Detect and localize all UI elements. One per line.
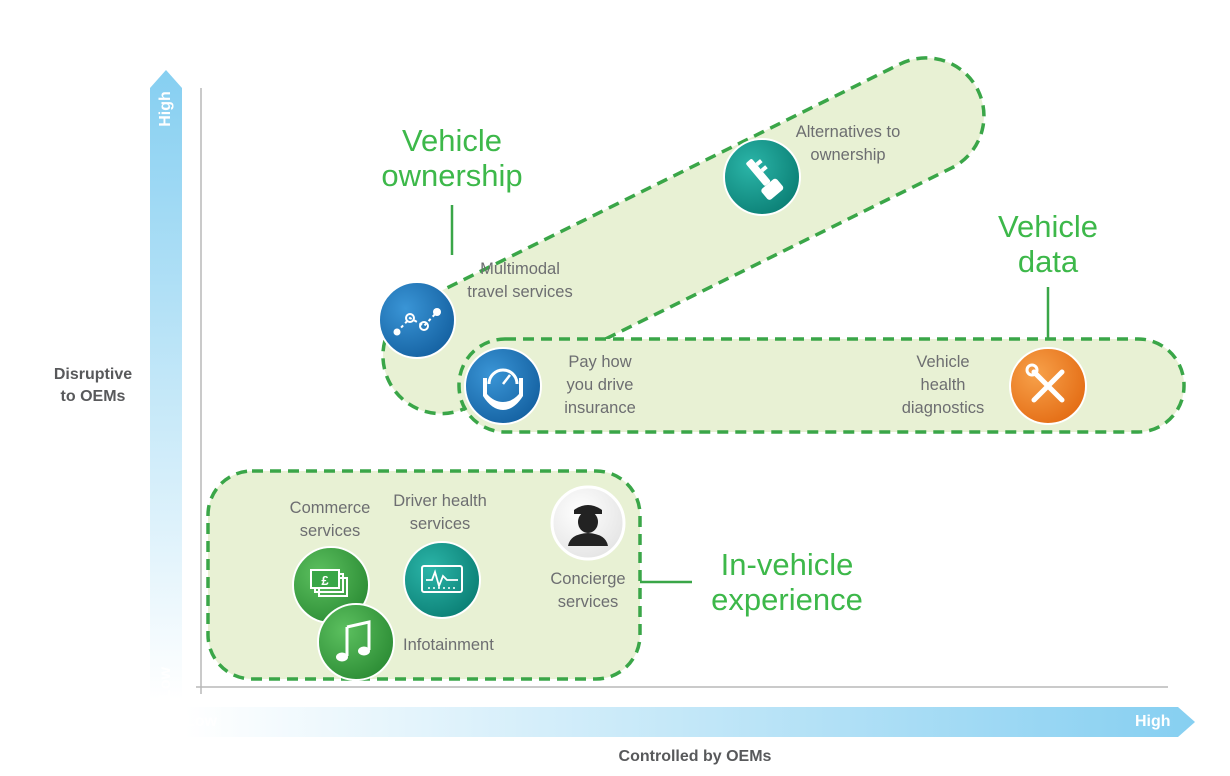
x-axis-high-label: High: [1135, 713, 1171, 730]
y-axis-low-label: Low: [157, 667, 174, 699]
x-axis-title: Controlled by OEMs: [618, 748, 772, 765]
key-icon: [723, 138, 801, 216]
y-axis-title: Disruptive to OEMs: [53, 366, 133, 405]
y-axis-arrow: [150, 70, 182, 700]
concierge-person-icon: [550, 485, 626, 561]
alternatives-to-ownership-label: Alternatives to ownership: [795, 123, 901, 164]
concierge-services-label: Concierge services: [550, 570, 626, 611]
commerce-services-label: Commerce services: [289, 499, 371, 540]
y-axis-high-label: High: [157, 91, 174, 127]
driver-health-services-label: Driver health services: [393, 492, 487, 533]
infotainment-label: Infotainment: [403, 636, 494, 654]
in-vehicle-experience-title: In-vehicle experience: [711, 547, 863, 617]
wrench-screwdriver-icon: [1009, 347, 1087, 425]
x-axis-low-label: Low: [185, 713, 217, 730]
multimodal-travel-label: Multimodal travel services: [467, 260, 573, 301]
svg-text:£: £: [321, 573, 329, 588]
vehicle-health-diagnostics-label: Vehicle health diagnostics: [901, 353, 985, 417]
route-icon: [378, 281, 456, 359]
x-axis-arrow: [185, 707, 1195, 737]
music-note-icon: [317, 603, 395, 681]
vehicle-data-region: [457, 337, 1186, 434]
hands-speedometer-icon: [464, 347, 542, 425]
vehicle-ownership-title: Vehicle ownership: [381, 123, 523, 193]
vehicle-data-title: Vehicle data: [998, 209, 1098, 279]
vehicle-ownership-region: [381, 56, 986, 416]
heart-monitor-icon: [403, 541, 481, 619]
pay-how-you-drive-label: Pay how you drive insurance: [564, 353, 636, 417]
